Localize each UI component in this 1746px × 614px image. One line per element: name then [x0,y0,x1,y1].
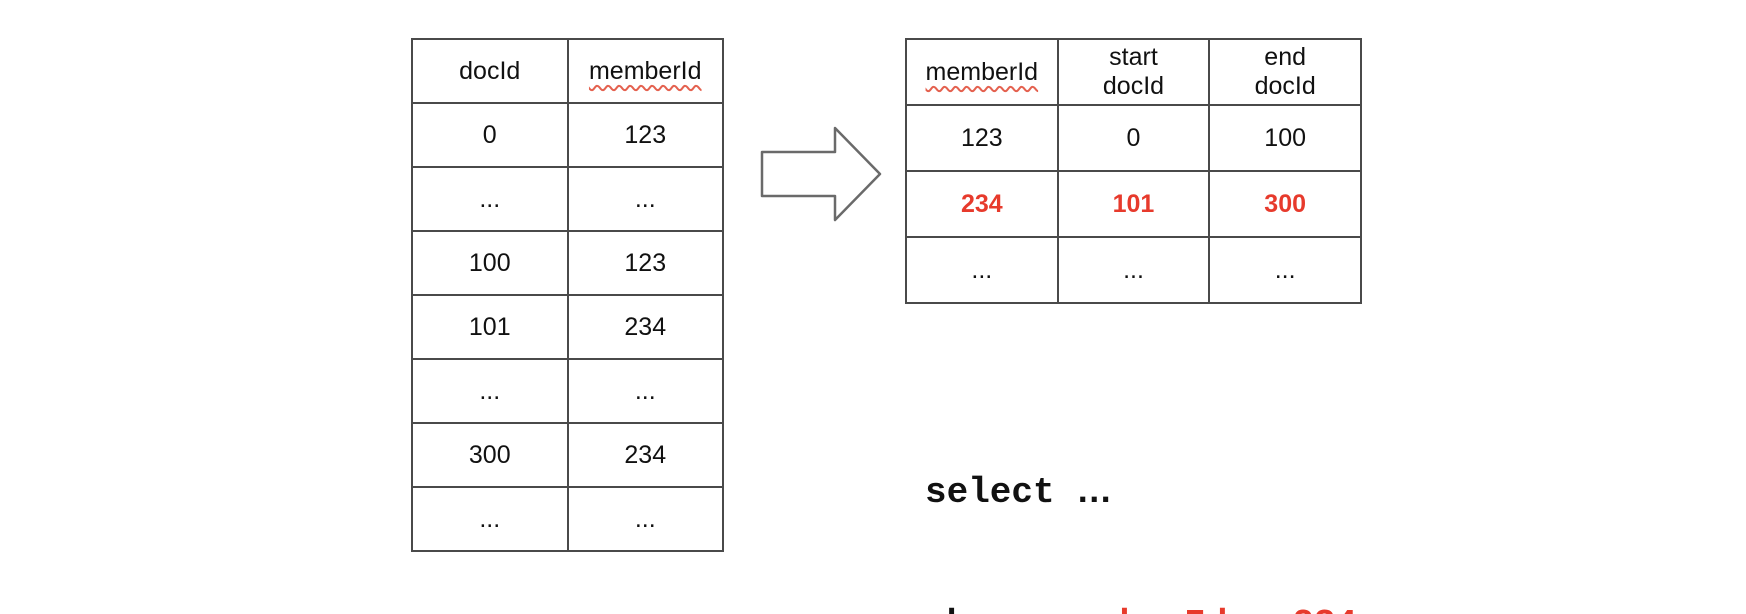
table-cell: 0 [1056,104,1211,172]
table-row: ... ... ... [905,236,1362,304]
right-arrow-icon [760,126,882,222]
table-row: 100 123 [411,230,724,296]
docid-memberid-table: docId memberId 0 123 ... ... 100 123 101… [411,38,724,552]
table-row: ... ... [411,358,724,424]
table-cell: ... [1056,236,1211,304]
highlighted-table-row: 234 101 300 [905,170,1362,238]
column-header-label: memberId [925,57,1039,86]
column-header-label: docId [459,56,521,85]
table-cell: 100 [1208,104,1362,172]
table-header-row: docId memberId [411,38,724,104]
table-cell-highlighted: 300 [1208,170,1362,238]
sql-condition-value: = 234 [1227,604,1357,614]
table-cell: 101 [411,294,569,360]
table-cell: 123 [566,102,724,168]
table-cell: ... [411,358,569,424]
table-cell: ... [411,486,569,552]
column-header-label: end [1264,43,1307,71]
table-row: 101 234 [411,294,724,360]
table-header-row: memberId start docId end docId [905,38,1362,106]
table-row: 300 234 [411,422,724,488]
table-cell: ... [1208,236,1362,304]
table-cell: ... [411,166,569,232]
table-cell: 100 [411,230,569,296]
table-row: 123 0 100 [905,104,1362,172]
table-cell: 123 [905,104,1059,172]
sql-query-text: select … where memberId = 234… group by … [925,382,1393,614]
column-header-memberid: memberId [566,38,724,104]
table-cell: 234 [566,294,724,360]
table-cell: 0 [411,102,569,168]
column-header-memberid: memberId [905,38,1059,106]
column-header-label: memberId [588,56,702,85]
table-row: ... ... [411,486,724,552]
column-header-start-docid: start docId [1056,38,1211,106]
column-header-label: docId [1102,72,1165,100]
column-header-docid: docId [411,38,569,104]
table-row: 0 123 [411,102,724,168]
column-header-label: start [1109,43,1158,71]
table-cell-highlighted: 101 [1056,170,1211,238]
sql-keyword: select [925,472,1077,513]
sql-keyword: where [925,604,1055,614]
ellipsis-text: … [1357,601,1393,614]
table-cell: ... [566,358,724,424]
table-cell: 300 [411,422,569,488]
table-cell: ... [566,166,724,232]
sql-identifier-memberid: memberId [1055,604,1228,614]
table-cell: ... [905,236,1059,304]
memberid-range-table: memberId start docId end docId 123 0 100… [905,38,1362,304]
ellipsis-text: … [1076,469,1113,510]
table-cell-highlighted: 234 [905,170,1059,238]
table-row: ... ... [411,166,724,232]
table-cell: 234 [566,422,724,488]
sql-select-line: select … [925,468,1393,514]
column-header-label: docId [1254,72,1316,100]
sql-where-line: where memberId = 234… [925,600,1393,614]
table-cell: 123 [566,230,724,296]
table-cell: ... [566,486,724,552]
column-header-end-docid: end docId [1208,38,1362,106]
